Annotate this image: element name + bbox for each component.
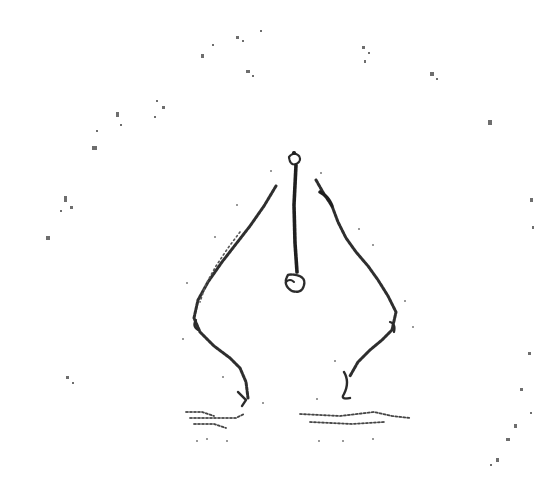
stick-figure-sketch — [0, 0, 536, 496]
background — [0, 0, 536, 496]
